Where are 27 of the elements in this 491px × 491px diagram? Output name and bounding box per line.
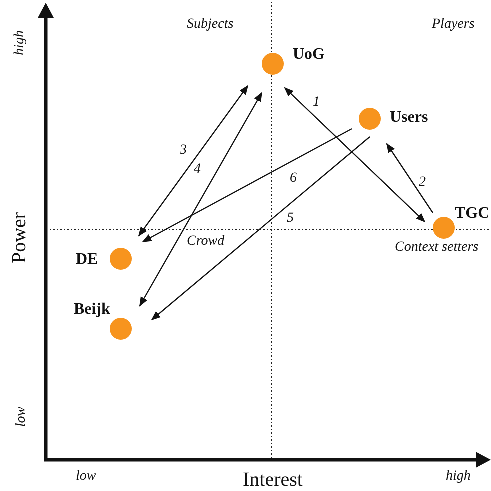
stakeholder-dot	[433, 217, 455, 239]
arrow	[138, 85, 249, 237]
stakeholder-dot	[262, 53, 284, 75]
stakeholder-dot	[110, 318, 132, 340]
quadrant-label: Players	[432, 18, 475, 32]
arrow	[142, 128, 352, 243]
stakeholder-name: DE	[76, 252, 98, 268]
stakeholder-dot	[110, 248, 132, 270]
quadrant-label: high	[446, 470, 471, 484]
quadrant-label: low	[76, 470, 96, 484]
quadrant-label: Context setters	[395, 241, 479, 255]
axis-label: low	[15, 406, 30, 428]
axis-label: Interest	[243, 470, 303, 490]
quadrant-label: Subjects	[187, 18, 234, 32]
edge-label: 2	[418, 176, 427, 190]
arrow	[151, 136, 370, 321]
axis-label: high	[13, 30, 28, 56]
stakeholder-name: Users	[390, 110, 428, 126]
stakeholder-name: TGC	[455, 206, 490, 222]
stakeholder-name: Beijk	[74, 302, 110, 318]
stakeholder-name: UoG	[293, 47, 325, 63]
axis-label: Power	[10, 212, 30, 264]
stakeholder-dot	[359, 108, 381, 130]
arrow	[139, 92, 263, 307]
arrow	[284, 87, 426, 223]
quadrant-label: Crowd	[187, 235, 225, 249]
arrow	[386, 143, 434, 214]
